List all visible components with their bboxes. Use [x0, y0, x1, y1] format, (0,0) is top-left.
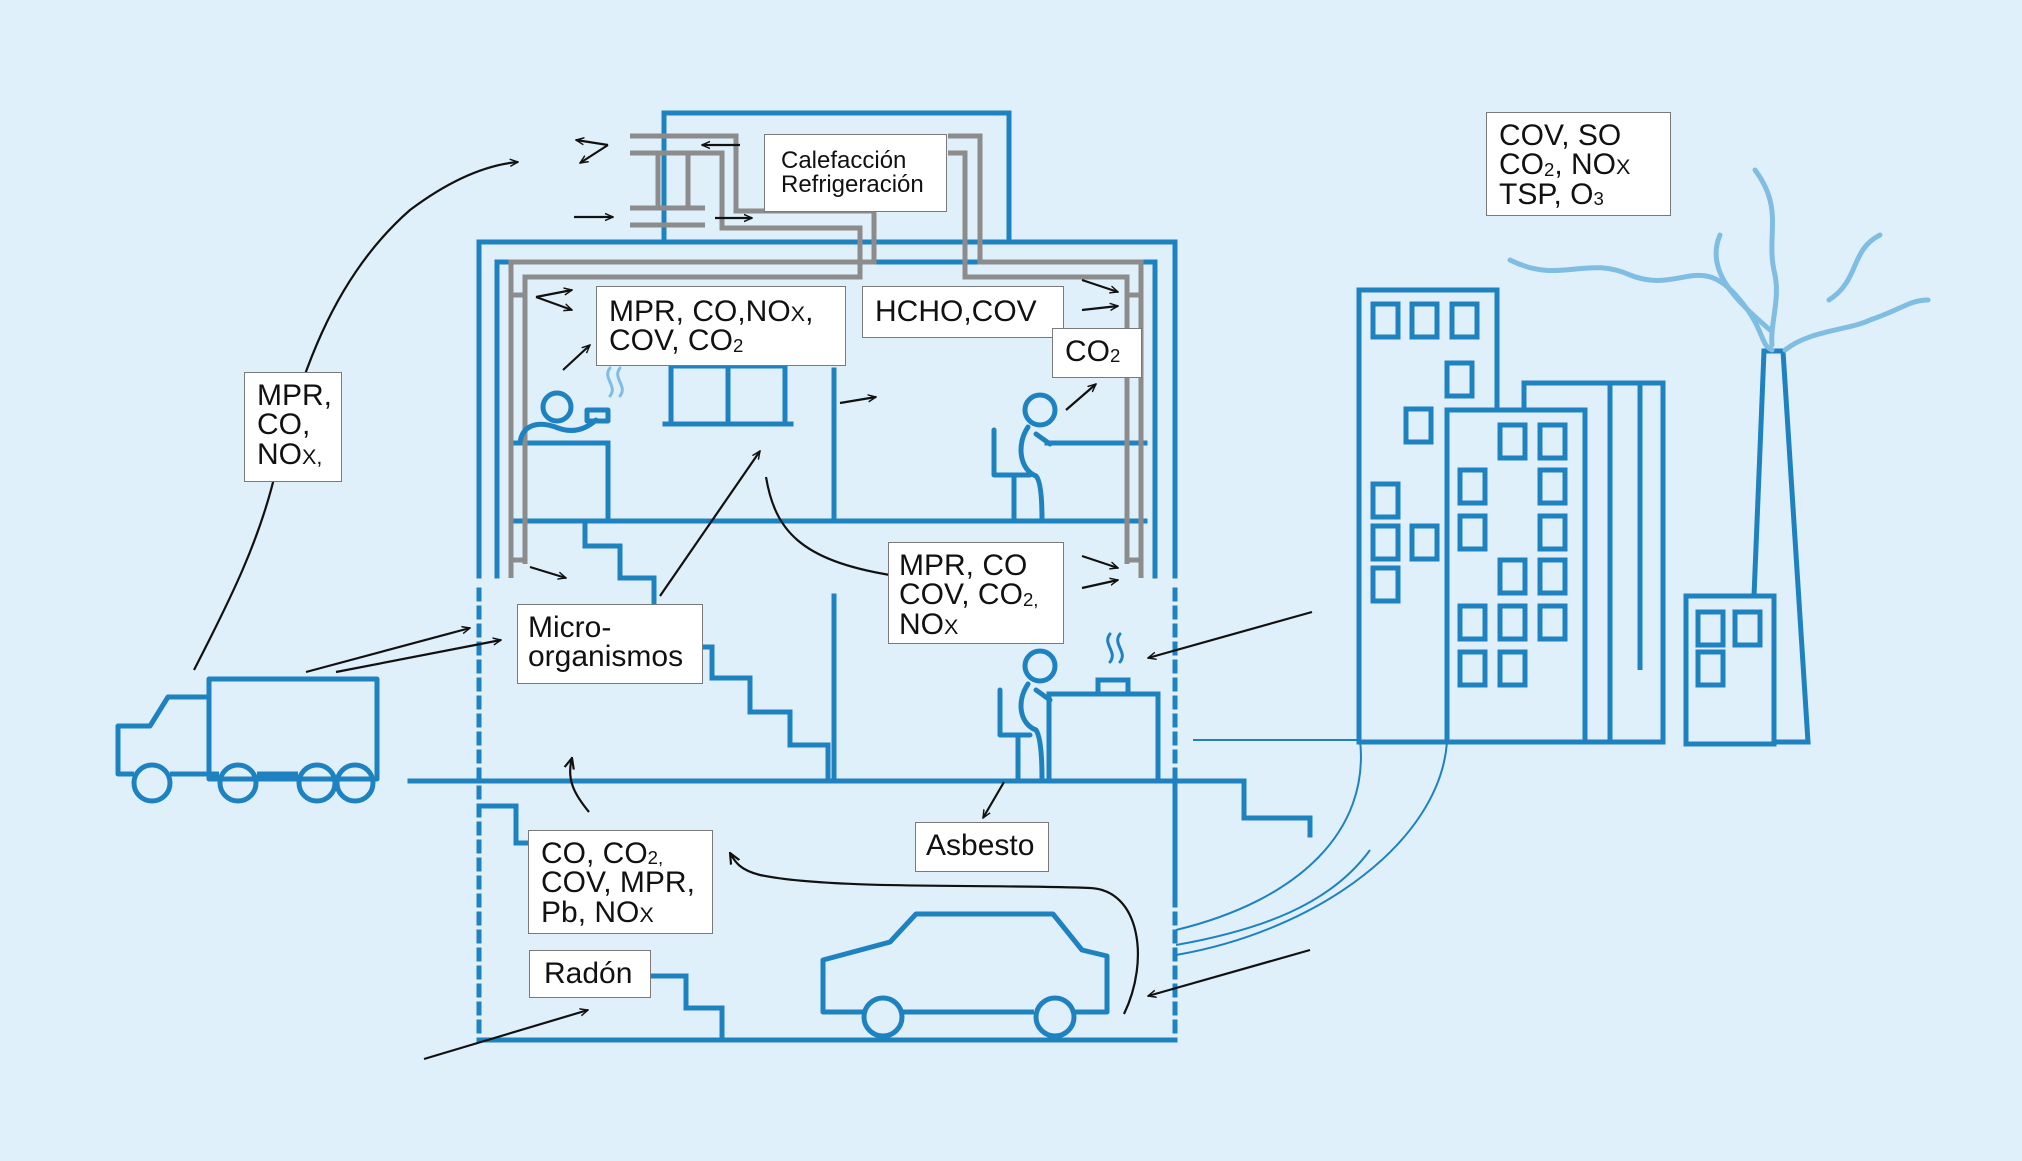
- steam-icon: [606, 366, 624, 398]
- upper-right-co2-label: CO2: [1052, 328, 1142, 378]
- arrow: [1148, 610, 1313, 658]
- arrow: [305, 628, 470, 674]
- smoke-plumes: [1507, 167, 1931, 353]
- hvac-line-1: Calefacción: [781, 147, 907, 174]
- middle-desk: [1046, 691, 1161, 782]
- arrow: [423, 1010, 588, 1061]
- industry-line-1: COV, SO: [1499, 119, 1622, 152]
- truck-line-1: MPR,: [257, 379, 332, 412]
- outdoor-truck-pollutants-label: MPR, CO, NOX,: [244, 372, 342, 482]
- arrow: [764, 476, 891, 577]
- person-icon: [997, 648, 1058, 782]
- arrow: [1081, 580, 1118, 590]
- arrow: [570, 758, 590, 813]
- arrow: [839, 397, 876, 405]
- garage-line-1: CO, CO2,: [541, 837, 664, 870]
- micro-line-1: Micro-: [528, 611, 612, 644]
- arrow: [1081, 306, 1118, 310]
- garage-line-2: COV, MPR,: [541, 866, 695, 900]
- radon-text: Radón: [544, 957, 633, 990]
- arrow: [730, 853, 1139, 1015]
- office-building-icon: [1444, 407, 1588, 745]
- upper-right-room-pollutants-label: HCHO,COV: [862, 286, 1064, 338]
- radon-label: Radón: [529, 950, 651, 998]
- arrow: [535, 290, 572, 299]
- hvac-line-2: Refrigeración: [781, 170, 924, 198]
- attic-outer-wall: [661, 110, 1012, 245]
- middle-line-2: COV, CO2,: [899, 578, 1039, 612]
- garage-line-3: Pb, NOX: [541, 895, 654, 929]
- arrow: [535, 295, 572, 310]
- factory-chimney-icon: [1683, 348, 1811, 747]
- office-building-icon: [1356, 287, 1500, 745]
- asbestos-label: Asbesto: [915, 822, 1049, 872]
- outdoor-flow-lines: [1175, 739, 1448, 956]
- middle-room-pollutants-label: MPR, CO COV, CO2, NOX: [888, 542, 1064, 644]
- arrow: [1148, 948, 1311, 996]
- upper-left-line-1: MPR, CO,NOX,: [609, 295, 814, 328]
- car-icon: [820, 911, 1110, 1039]
- industry-line-3: TSP, O3: [1499, 177, 1604, 211]
- co2-text: CO2: [1065, 335, 1121, 368]
- upper-left-desk: [509, 440, 611, 524]
- truck-line-2: CO,: [257, 408, 311, 442]
- hcho-cov-text: HCHO,COV: [875, 295, 1037, 328]
- steam-icon: [1106, 632, 1124, 664]
- upper-left-line-2: COV, CO2: [609, 324, 744, 358]
- arrow: [335, 640, 501, 674]
- arrow: [193, 162, 518, 671]
- middle-line-1: MPR, CO: [899, 549, 1028, 582]
- ground-steps-right: [1241, 778, 1313, 838]
- person-icon: [991, 392, 1058, 523]
- arrows: [193, 140, 1313, 1061]
- office-building-icon: [1521, 380, 1666, 745]
- upper-left-room-pollutants-label: MPR, CO,NOX, COV, CO2: [596, 286, 846, 366]
- micro-line-2: organismos: [528, 640, 684, 674]
- truck-icon: [115, 676, 380, 804]
- upper-stairs: [582, 518, 657, 608]
- arrow: [562, 345, 590, 371]
- basement-stairs-lower: [649, 973, 725, 1043]
- hvac-label: Calefacción Refrigeración: [764, 134, 947, 212]
- industry-pollutants-label: COV, SO CO2, NOX TSP, O3: [1486, 112, 1671, 216]
- asbestos-text: Asbesto: [926, 829, 1035, 862]
- middle-desk-stove: [1095, 677, 1131, 697]
- arrow: [529, 565, 566, 578]
- microorganisms-label: Micro- organismos: [517, 604, 703, 684]
- garage-pollutants-label: CO, CO2, COV, MPR, Pb, NOX: [528, 830, 713, 934]
- arrow: [1081, 278, 1118, 292]
- person-icon: [517, 390, 611, 446]
- middle-line-3: NOX: [899, 607, 959, 641]
- arrow: [1081, 554, 1118, 568]
- industry-line-2: CO2, NOX: [1499, 148, 1631, 182]
- arrow: [982, 781, 1005, 818]
- truck-line-3: NOX,: [257, 437, 323, 471]
- arrow: [659, 451, 760, 597]
- arrow: [576, 140, 609, 147]
- middle-stairs: [699, 644, 831, 782]
- arrow: [580, 144, 609, 163]
- duct-inner-left: [522, 150, 863, 564]
- upper-floor-outer-wall: [476, 239, 1178, 579]
- arrow: [1065, 384, 1096, 411]
